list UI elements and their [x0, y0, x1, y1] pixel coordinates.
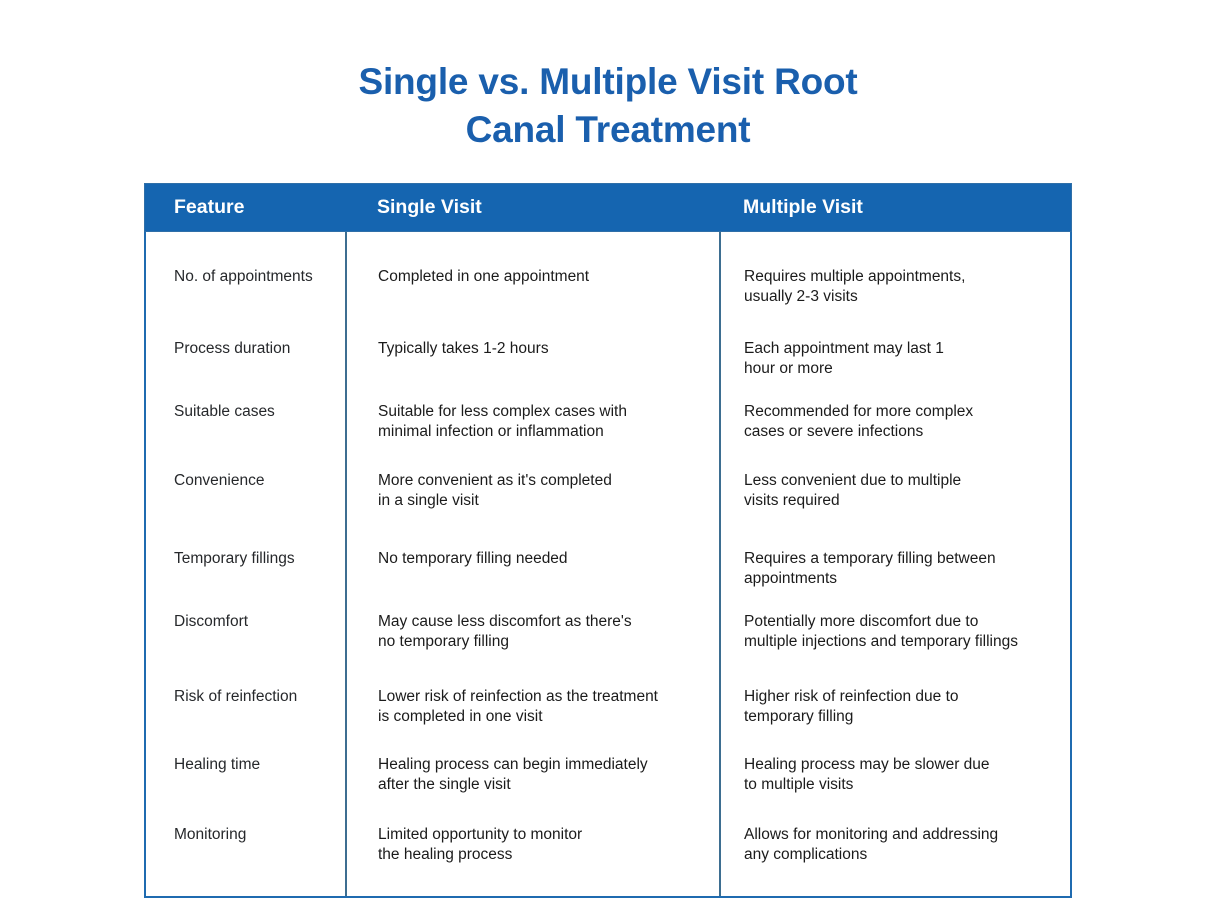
table-header-row: Feature Single Visit Multiple Visit — [144, 183, 1072, 232]
cell-multiple-visit: Healing process may be slower due to mult… — [721, 755, 1070, 794]
cell-multiple-visit: Potentially more discomfort due to multip… — [721, 612, 1070, 651]
cell-feature-line: Risk of reinfection — [174, 688, 298, 705]
cell-single-visit-line: minimal infection or inflammation — [378, 422, 604, 440]
cell-feature: Risk of reinfection — [146, 687, 347, 707]
cell-single-visit-line: is completed in one visit — [378, 707, 543, 725]
cell-multiple-visit-line: Each appointment may last 1 — [744, 340, 944, 357]
cell-multiple-visit-line: temporary filling — [744, 707, 854, 725]
cell-feature: Monitoring — [146, 825, 347, 845]
table-row: Suitable cases Suitable for less complex … — [146, 378, 1070, 441]
page-title-line-2: Canal Treatment — [465, 109, 751, 150]
cell-multiple-visit: Less convenient due to multiple visits re… — [721, 471, 1070, 510]
cell-single-visit: Completed in one appointment — [347, 267, 721, 287]
cell-single-visit-line: Typically takes 1-2 hours — [378, 340, 549, 357]
cell-single-visit: May cause less discomfort as there's no t… — [347, 612, 721, 651]
column-divider-1 — [345, 232, 347, 896]
cell-single-visit-line: More convenient as it's completed — [378, 472, 612, 489]
cell-feature: Discomfort — [146, 612, 347, 632]
cell-multiple-visit: Allows for monitoring and addressing any … — [721, 825, 1070, 864]
cell-single-visit-line: the healing process — [378, 845, 513, 863]
table-row: Temporary fillings No temporary filling n… — [146, 510, 1070, 588]
cell-feature-line: No. of appointments — [174, 268, 313, 285]
cell-multiple-visit-line: Potentially more discomfort due to — [744, 613, 979, 630]
cell-single-visit-line: Completed in one appointment — [378, 268, 590, 285]
cell-feature-line: Process duration — [174, 340, 291, 357]
table-row: Risk of reinfection Lower risk of reinfec… — [146, 651, 1070, 726]
cell-single-visit: Suitable for less complex cases with mini… — [347, 402, 721, 441]
cell-feature-line: Suitable cases — [174, 403, 275, 420]
cell-feature-line: Healing time — [174, 756, 261, 773]
cell-single-visit-line: no temporary filling — [378, 632, 509, 650]
cell-single-visit-line: Limited opportunity to monitor — [378, 826, 583, 843]
page-title: Single vs. Multiple Visit Root Canal Tre… — [0, 58, 1216, 154]
cell-feature: Temporary fillings — [146, 549, 347, 569]
cell-feature: Process duration — [146, 339, 347, 359]
cell-single-visit: Healing process can begin immediately aft… — [347, 755, 721, 794]
cell-feature-line: Convenience — [174, 472, 265, 489]
cell-single-visit: Limited opportunity to monitor the healin… — [347, 825, 721, 864]
cell-single-visit-line: Lower risk of reinfection as the treatme… — [378, 688, 658, 705]
cell-multiple-visit: Recommended for more complex cases or sev… — [721, 402, 1070, 441]
cell-multiple-visit-line: any complications — [744, 845, 868, 863]
cell-multiple-visit-line: Healing process may be slower due — [744, 756, 990, 773]
cell-single-visit-line: after the single visit — [378, 775, 511, 793]
cell-feature: Convenience — [146, 471, 347, 491]
table-row: Monitoring Limited opportunity to monitor… — [146, 794, 1070, 864]
table-body: No. of appointments Completed in one appo… — [144, 232, 1072, 898]
table-row: No. of appointments Completed in one appo… — [146, 232, 1070, 306]
cell-single-visit-line: No temporary filling needed — [378, 550, 568, 567]
cell-multiple-visit-line: multiple injections and temporary fillin… — [744, 632, 1018, 650]
cell-multiple-visit: Requires a temporary filling between appo… — [721, 549, 1070, 588]
column-divider-2 — [719, 232, 721, 896]
cell-single-visit-line: in a single visit — [378, 491, 479, 509]
cell-single-visit-line: Suitable for less complex cases with — [378, 403, 627, 420]
cell-multiple-visit-line: Less convenient due to multiple — [744, 472, 962, 489]
cell-feature: Healing time — [146, 755, 347, 775]
cell-multiple-visit-line: visits required — [744, 491, 840, 509]
cell-feature: No. of appointments — [146, 267, 347, 287]
cell-multiple-visit-line: Allows for monitoring and addressing — [744, 826, 999, 843]
cell-multiple-visit-line: hour or more — [744, 359, 833, 377]
table-row: Healing time Healing process can begin im… — [146, 726, 1070, 794]
cell-single-visit: More convenient as it's completed in a si… — [347, 471, 721, 510]
table-row: Convenience More convenient as it's compl… — [146, 441, 1070, 510]
cell-multiple-visit-line: to multiple visits — [744, 775, 854, 793]
cell-multiple-visit-line: appointments — [744, 569, 838, 587]
cell-feature: Suitable cases — [146, 402, 347, 422]
table-row: Process duration Typically takes 1-2 hour… — [146, 306, 1070, 378]
table-row: Discomfort May cause less discomfort as t… — [146, 588, 1070, 651]
column-header-feature: Feature — [174, 196, 245, 218]
cell-single-visit: Lower risk of reinfection as the treatme… — [347, 687, 721, 726]
cell-feature-line: Discomfort — [174, 613, 249, 630]
cell-multiple-visit-line: Higher risk of reinfection due to — [744, 688, 959, 705]
cell-single-visit: Typically takes 1-2 hours — [347, 339, 721, 359]
comparison-table: Feature Single Visit Multiple Visit No. … — [144, 183, 1072, 898]
table-rows-host: No. of appointments Completed in one appo… — [146, 232, 1070, 864]
cell-feature-line: Temporary fillings — [174, 550, 295, 567]
cell-feature-line: Monitoring — [174, 826, 247, 843]
column-header-single-visit: Single Visit — [377, 196, 482, 218]
cell-multiple-visit-line: Recommended for more complex — [744, 403, 974, 420]
cell-multiple-visit-line: Requires multiple appointments, — [744, 268, 966, 285]
cell-single-visit-line: May cause less discomfort as there's — [378, 613, 632, 630]
column-header-multiple-visit: Multiple Visit — [743, 196, 863, 218]
cell-multiple-visit: Each appointment may last 1 hour or more — [721, 339, 1070, 378]
cell-multiple-visit: Requires multiple appointments, usually 2… — [721, 267, 1070, 306]
cell-single-visit: No temporary filling needed — [347, 549, 721, 569]
cell-multiple-visit-line: Requires a temporary filling between — [744, 550, 996, 567]
cell-single-visit-line: Healing process can begin immediately — [378, 756, 648, 773]
cell-multiple-visit-line: usually 2-3 visits — [744, 287, 858, 305]
page-title-line-1: Single vs. Multiple Visit Root — [358, 61, 858, 102]
cell-multiple-visit-line: cases or severe infections — [744, 422, 924, 440]
cell-multiple-visit: Higher risk of reinfection due to tempora… — [721, 687, 1070, 726]
